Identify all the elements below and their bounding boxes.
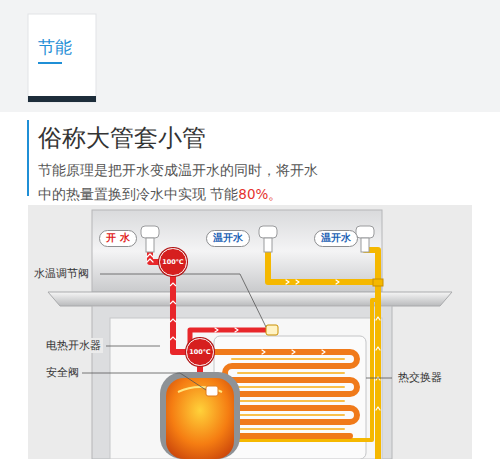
tab-box [28, 14, 96, 102]
back-panel [92, 210, 382, 292]
flow-chevron [170, 283, 176, 286]
diagram-ground [28, 205, 472, 459]
outlet-tag: 开 水 [99, 230, 136, 247]
node-text: 开 水 [106, 232, 129, 245]
flow-chevron [286, 280, 339, 284]
temperature-badge: 100℃ [159, 248, 186, 275]
flow-chevron [262, 350, 325, 354]
leader-line [106, 346, 160, 347]
saving-percent: 80%。 [238, 186, 282, 202]
regulating-valve [266, 325, 278, 335]
cabinet-body [92, 306, 392, 459]
faucet [141, 226, 159, 252]
heading: 俗称大管套小管 [38, 122, 206, 154]
tab-title: 节能 [38, 36, 72, 59]
outlet-tag: 温开水 [206, 230, 250, 247]
leader-line [366, 378, 392, 379]
flow-chevron [147, 254, 153, 262]
boiler-water [166, 378, 234, 459]
callout-label: 安全阀 [44, 365, 81, 380]
tab-bar [28, 96, 96, 102]
heading-rule [27, 120, 29, 196]
pipes [147, 250, 380, 459]
temperature-badge: 100℃ [186, 338, 213, 365]
flow-chevron [170, 301, 176, 304]
flow-chevron [170, 319, 176, 322]
flow-chevron [170, 337, 176, 340]
leader-line [82, 373, 206, 390]
safety-valve [206, 386, 218, 396]
flow-chevron [215, 328, 238, 332]
flow-chevron [376, 317, 380, 410]
leader-lines [82, 274, 392, 390]
callout-label: 电热开水器 [44, 338, 103, 353]
faucet [356, 226, 374, 252]
header-ground [0, 0, 500, 112]
faucet [259, 226, 277, 252]
node-text: 100℃ [189, 348, 210, 356]
node-text: 温开水 [213, 232, 243, 245]
callout-label: 水温调节阀 [32, 266, 91, 281]
hot-water-pipe [173, 276, 186, 352]
node-text: 温开水 [321, 232, 351, 245]
node-text: 100℃ [162, 258, 183, 266]
leader-line [100, 274, 266, 327]
subtitle-paragraph: 节能原理是把开水变成温开水的同时，将开水中的热量置换到冷水中实现 节能80%。 [38, 158, 324, 206]
boiler-shell [160, 372, 240, 459]
tab-underline [38, 62, 62, 64]
heat-exchanger-inner-tube [232, 359, 344, 429]
cabinet-inner [110, 318, 382, 459]
warm-pipe [268, 252, 378, 282]
outlet-tag: 温开水 [314, 230, 358, 247]
electric-boiler [160, 372, 240, 459]
callout-label: 热交换器 [396, 370, 444, 385]
pipe-junction [373, 279, 383, 286]
